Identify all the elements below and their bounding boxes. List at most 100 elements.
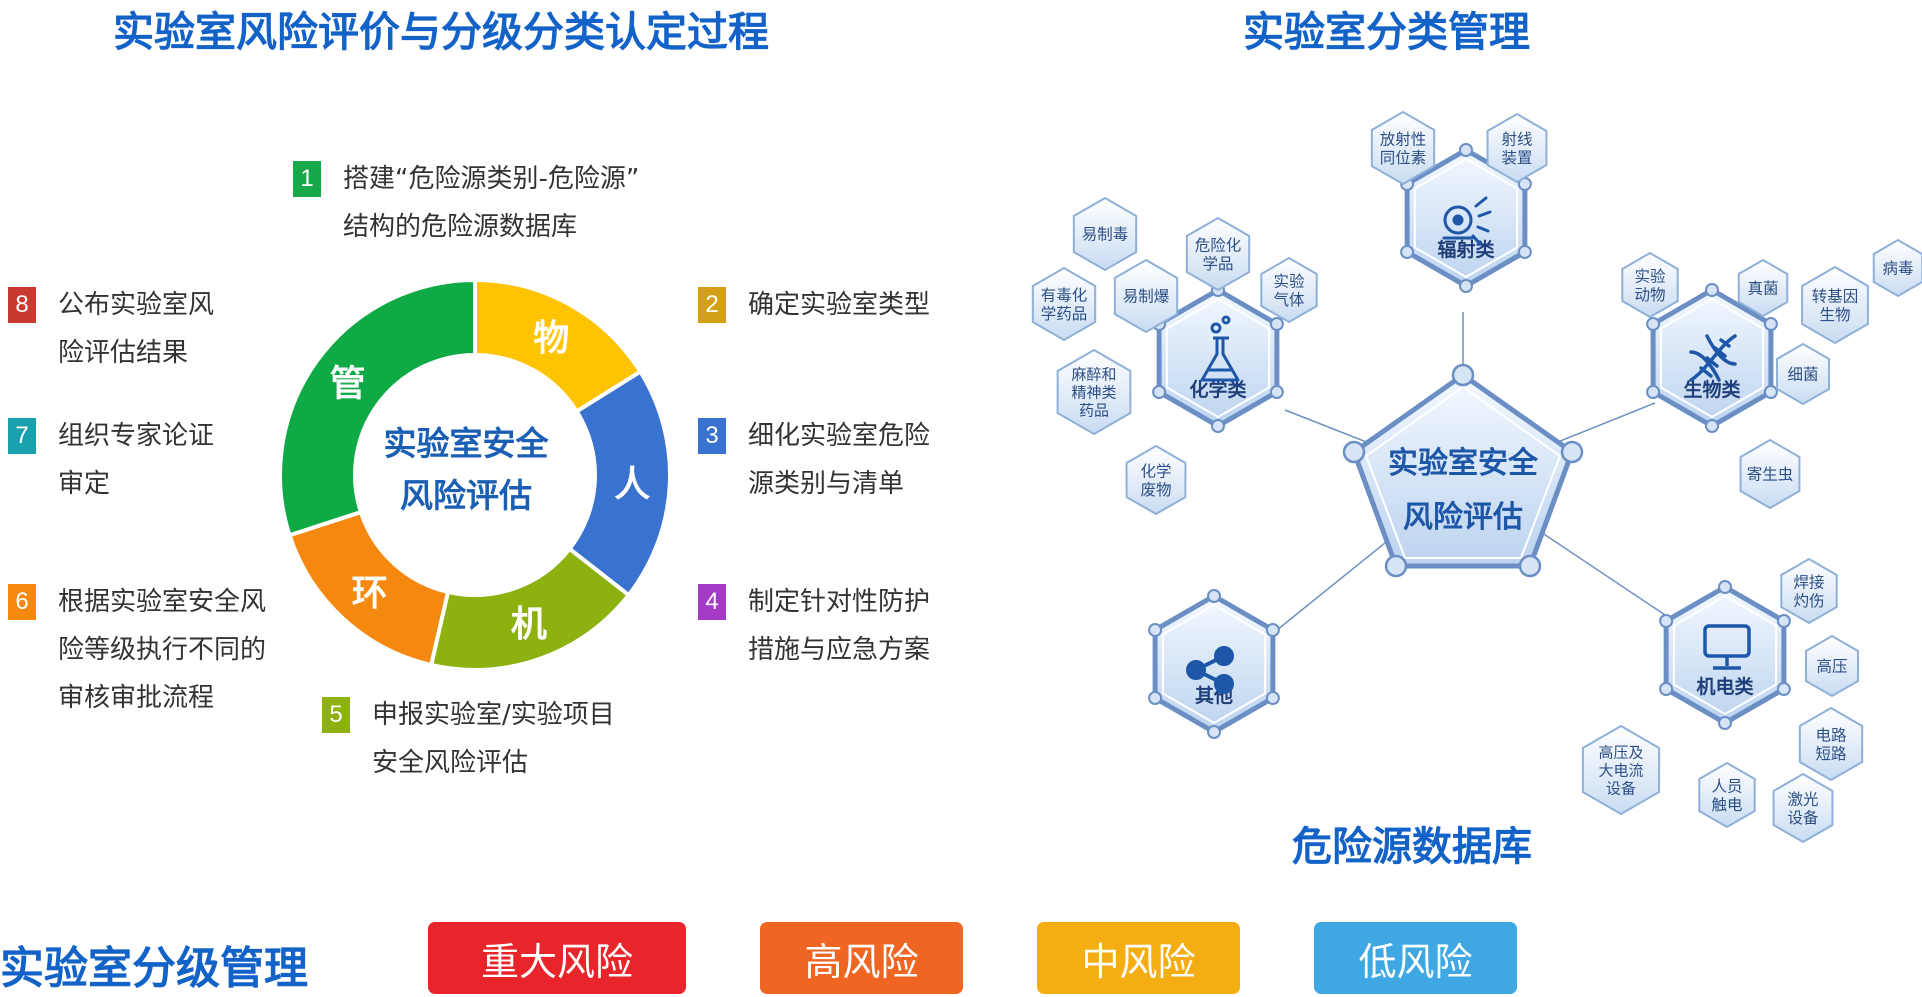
bottom-title: 实验室分级管理 — [0, 943, 308, 994]
step-number: 2 — [698, 287, 726, 323]
hazard-network: 实验室安全 风险评估 辐射类化学类生物类其他机电类 放射性同位素射线装置易制毒危… — [1031, 110, 1922, 870]
hazard-label: 触电 — [1711, 796, 1742, 814]
flask-icon — [1200, 315, 1240, 382]
step-text: 险评估结果 — [58, 338, 189, 368]
center-pentagon: 实验室安全 风险评估 — [1342, 363, 1584, 578]
step-5: 5 申报实验室/实验项目安全风险评估 — [322, 697, 615, 787]
step-number: 1 — [293, 161, 321, 197]
step-8: 8 公布实验室风险评估结果 — [8, 287, 214, 377]
step-text: 源类别与清单 — [748, 469, 905, 499]
dna-icon — [1689, 334, 1737, 382]
donut-segment-label: 管 — [330, 363, 366, 404]
hazard-label: 高压 — [1816, 658, 1847, 676]
hazard-label: 高压及 — [1598, 743, 1643, 761]
step-7: 7 组织专家论证审定 — [8, 418, 214, 508]
step-3: 3 细化实验室危险源类别与清单 — [698, 418, 930, 508]
step-text: 险等级执行不同的 — [58, 635, 267, 665]
hazard-label: 实验 — [1273, 272, 1305, 290]
step-number: 3 — [698, 418, 726, 454]
step-text: 根据实验室安全风 — [58, 587, 267, 617]
hazard-label: 细菌 — [1787, 366, 1818, 384]
hazard-label: 射线 — [1501, 130, 1532, 148]
step-text: 确定实验室类型 — [748, 290, 931, 320]
step-6: 6 根据实验室安全风险等级执行不同的审核审批流程 — [8, 584, 266, 722]
step-text: 安全风险评估 — [372, 748, 529, 778]
hazard-label: 灼伤 — [1793, 592, 1824, 610]
risk-level-critical: 重大风险 — [428, 922, 686, 994]
hazard-label: 学药品 — [1041, 305, 1088, 323]
hazard-label: 易制毒 — [1082, 226, 1129, 244]
donut-center-line-1: 实验室安全 — [384, 424, 550, 463]
share-icon — [1186, 646, 1234, 694]
radiation-icon — [1442, 196, 1492, 246]
hazard-label: 废物 — [1140, 481, 1171, 499]
hazard-label: 设备 — [1787, 809, 1819, 827]
hazard-label: 精神类 — [1071, 383, 1116, 401]
hazard-label: 实验 — [1634, 267, 1666, 285]
step-1: 1 搭建“危险源类别-危险源” 结构的危险源数据库 — [293, 161, 639, 251]
hazard-label: 有毒化 — [1041, 286, 1088, 304]
step-text: 组织专家论证 — [58, 421, 215, 451]
risk-level-medium: 中风险 — [1037, 922, 1240, 994]
step-text: 审核审批流程 — [58, 683, 215, 713]
hazard-label: 放射性 — [1380, 130, 1427, 148]
hazard-electromechanical: 高压 — [1805, 634, 1859, 698]
hazard-biological: 真菌 — [1737, 258, 1789, 318]
step-number: 8 — [8, 287, 36, 323]
hazard-label: 化学 — [1140, 462, 1171, 480]
hazard-chemical: 易制爆 — [1113, 258, 1179, 334]
monitor-icon — [1703, 624, 1751, 670]
step-text: 制定针对性防护 — [748, 587, 931, 617]
step-text: 细化实验室危险 — [748, 421, 931, 451]
category-label: 辐射类 — [1437, 238, 1494, 261]
hazard-label: 气体 — [1273, 291, 1305, 309]
hazard-label: 动物 — [1634, 286, 1665, 304]
donut-segment — [278, 277, 477, 538]
category-label: 生物类 — [1683, 378, 1740, 401]
donut-center-line-2: 风险评估 — [400, 476, 532, 515]
hazard-chemical: 易制毒 — [1072, 196, 1138, 272]
step-number: 7 — [8, 418, 36, 454]
step-text: 搭建“危险源类别-危险源” — [343, 164, 640, 194]
hazard-label: 装置 — [1501, 149, 1532, 167]
step-text: 结构的危险源数据库 — [343, 212, 578, 242]
hazard-biological: 细菌 — [1776, 342, 1830, 406]
step-number: 5 — [322, 697, 350, 733]
step-text: 公布实验室风 — [58, 290, 215, 320]
hazard-label: 病毒 — [1882, 260, 1913, 278]
hazard-biological: 寄生虫 — [1739, 438, 1801, 510]
donut-segment — [428, 546, 632, 672]
hazard-label: 药品 — [1079, 401, 1109, 419]
risk-level-high: 高风险 — [760, 922, 963, 994]
hazard-label: 生物 — [1819, 306, 1850, 324]
hazard-label: 学品 — [1202, 255, 1233, 273]
hazard-label: 转基因 — [1812, 287, 1859, 305]
risk-level-low: 低风险 — [1314, 922, 1517, 994]
donut-segment-label: 机 — [511, 604, 547, 645]
donut-segment-label: 人 — [614, 464, 650, 505]
hazard-biological: 病毒 — [1872, 238, 1922, 298]
hazard-label: 设备 — [1606, 779, 1636, 797]
hazard-label: 同位素 — [1380, 149, 1427, 167]
hazard-label: 人员 — [1711, 777, 1742, 795]
hazard-label: 电路 — [1815, 726, 1847, 744]
step-2: 2 确定实验室类型 — [698, 287, 930, 329]
hazard-label: 麻醉和 — [1071, 365, 1116, 383]
hazard-label: 焊接 — [1793, 573, 1824, 591]
hazard-label: 大电流 — [1598, 761, 1643, 779]
